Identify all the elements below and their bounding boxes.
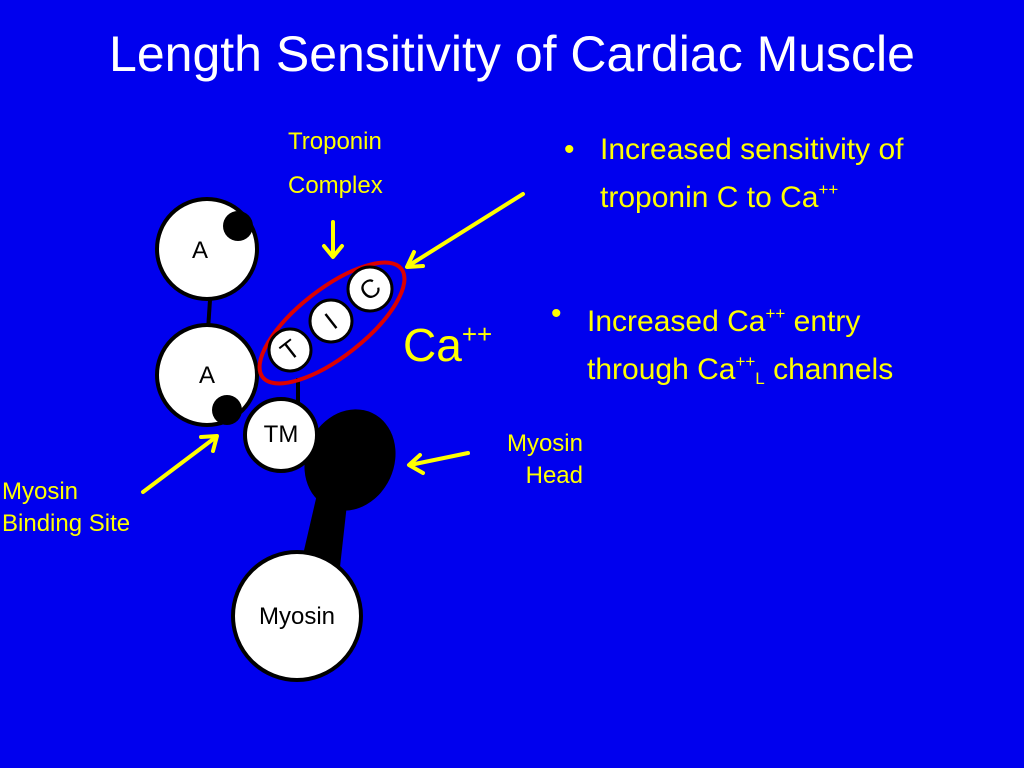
actin-bottom-label: A [199,362,215,389]
troponin-complex-line1: Troponin [288,128,382,155]
bullet-2-line2: through Ca++L channels [587,352,894,388]
calcium-label: Ca++ [403,306,492,373]
myosin-binding-dot [212,395,242,425]
myosin-binding-site-line2: Binding Site [2,510,131,537]
myosin-binding-site-arrow [141,434,219,494]
actin-top-binding-dot [223,211,253,241]
tropomyosin-circle [243,397,319,473]
troponin-c-circle [346,265,394,313]
actin-top-label: A [192,237,208,264]
bullet-2-line1: Increased Ca++ entry [587,304,861,338]
bullet-troponin-sensitivity: • Increased sensitivity of troponin C to… [564,130,904,218]
myosin-binding-site-label: Myosin Binding Site [2,476,130,540]
myosin-head [304,409,396,511]
troponin-i-circle [308,298,354,344]
myosin-head-label: Myosin Head [430,428,583,492]
myosin-label: Myosin [259,603,335,630]
bullet-marker: • [551,297,562,330]
calcium-charge: ++ [461,319,493,349]
troponin-complex-arrow [322,220,344,259]
troponin-c-arrow [405,192,525,269]
troponin-complex-line2: Complex [288,172,383,199]
bullet-1-line2: troponin C to Ca++ [600,180,839,214]
myosin-head-line2: Head [525,462,583,489]
troponin-t-circle [267,327,313,373]
tropomyosin-label: TM [264,421,299,448]
myosin-head-arrow [407,451,470,475]
myosin-body-circle [231,550,363,682]
slide-title: Length Sensitivity of Cardiac Muscle [109,26,915,82]
troponin-complex-outline [257,260,407,386]
bullet-calcium-entry: • Increased Ca++ entry through Ca++L cha… [551,294,894,399]
myosin-binding-site-line1: Myosin [2,478,79,505]
bullet-marker: • [564,133,575,166]
bullet-1-line1: Increased sensitivity of [600,133,904,166]
myosin-head-line1: Myosin [506,430,583,457]
calcium-base: Ca [403,319,462,371]
troponin-complex-label: Troponin Complex [288,126,383,202]
